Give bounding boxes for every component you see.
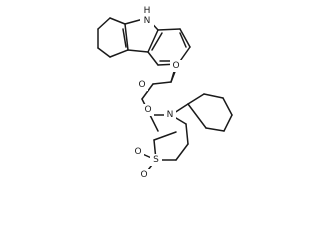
indole-hydrogen-label: H [144, 6, 151, 16]
bond-lines [97, 17, 233, 176]
amide-nitrogen-label: N [167, 110, 174, 120]
sulfone-oxygen-label-1: O [134, 147, 141, 157]
atom-labels: H N O O O N S O O [132, 5, 182, 181]
indole-nitrogen-label: N [144, 16, 151, 26]
ester-oxygen-label: O [138, 80, 145, 90]
sulfone-oxygen-label-2: O [140, 170, 147, 180]
sulfone-sulfur-label: S [153, 155, 159, 165]
ester-carbonyl-oxygen-label: O [172, 61, 179, 71]
amide-oxygen-label: O [144, 105, 151, 115]
chemical-structure: H N O O O N S O O [97, 5, 233, 181]
